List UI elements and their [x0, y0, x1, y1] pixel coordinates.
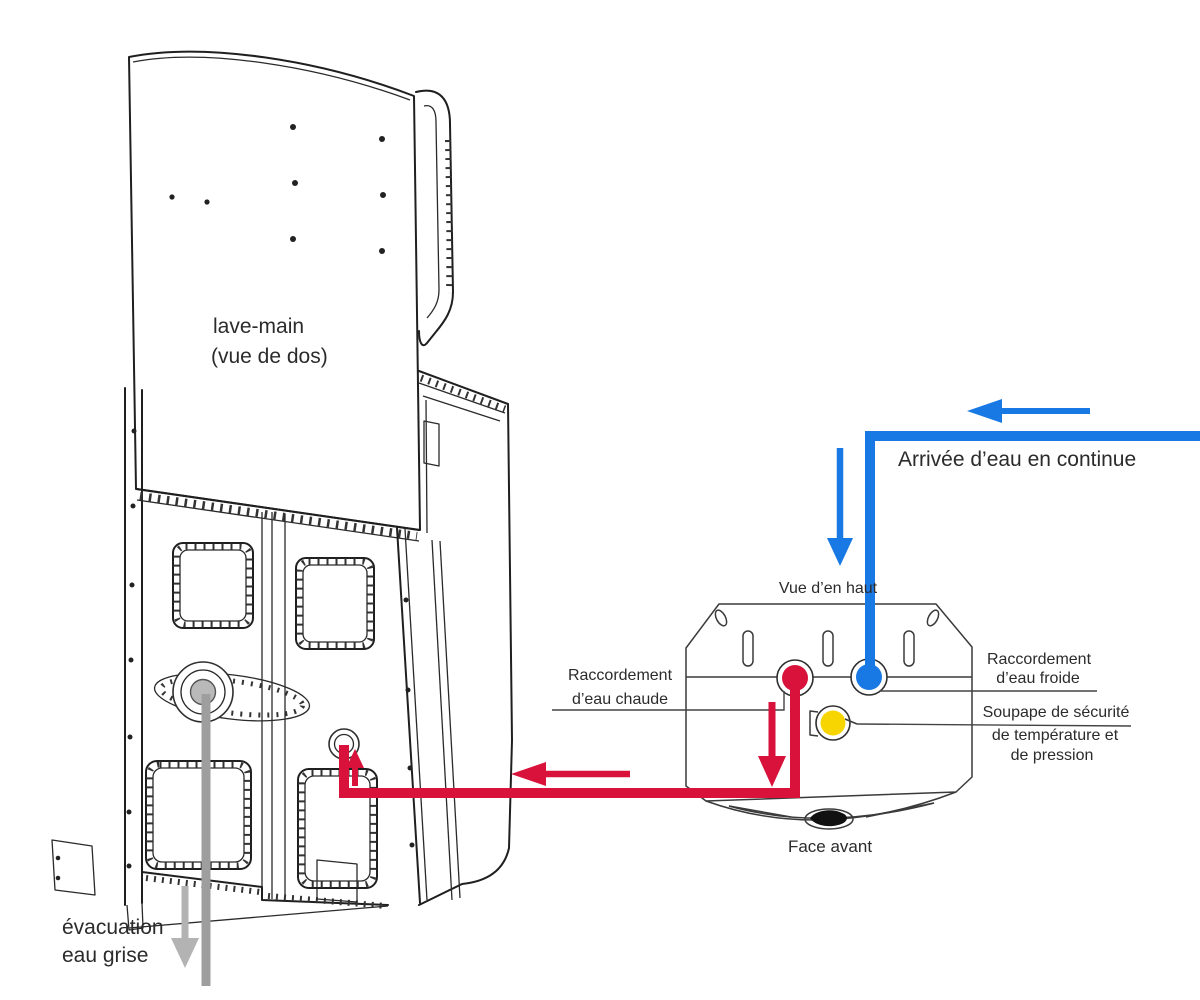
hot-flow-left-arrow-head [511, 762, 546, 786]
cutout-upper-left [172, 542, 254, 629]
cabinet-front-face [51, 488, 428, 929]
safety-valve-label-line3: de pression [1011, 747, 1094, 764]
cutout-lower-right [297, 768, 378, 889]
cold-connection-label-line1: Raccordement [987, 651, 1092, 668]
panel-cutouts [145, 542, 378, 889]
cold-flow-down-arrow-head [827, 538, 853, 566]
hot-connection-dot [782, 665, 808, 691]
unit-label-line2: (vue de dos) [211, 345, 328, 368]
cold-connection-label-line2: d’eau froide [996, 670, 1080, 687]
drain-fitting [153, 661, 311, 723]
grey-water-label-line1: évacuation [62, 916, 164, 939]
cabinet-top-rim [418, 370, 509, 534]
safety-valve-label-line2: de température et [992, 727, 1119, 744]
unit-label-line1: lave-main [213, 315, 304, 338]
leader-lines [552, 690, 1132, 727]
cold-connection-dot [856, 664, 882, 690]
hot-water-line [339, 672, 800, 798]
valve-clip [809, 710, 819, 737]
top-view-front-apron [705, 791, 957, 830]
grey-water-drain [171, 694, 211, 986]
wall-bracket [415, 89, 454, 347]
grey-water-arrow-head [171, 938, 199, 968]
cold-flow-left-arrow-head [967, 399, 1002, 423]
hot-flow-up-arrow-head [346, 749, 364, 768]
cutout-lower-left [145, 760, 252, 870]
grey-water-label-line2: eau grise [62, 944, 148, 967]
hot-water-pipe [339, 672, 800, 798]
labels: lave-main (vue de dos) Arrivée d’eau en … [62, 315, 1136, 967]
top-view-outline [685, 603, 973, 802]
cold-water-pipe [827, 399, 1200, 671]
top-view-title: Vue d’en haut [779, 580, 878, 597]
cutout-upper-right [295, 557, 375, 650]
cold-water-line [865, 431, 1200, 671]
back-panel [128, 50, 421, 531]
water-supply-label: Arrivée d’eau en continue [898, 448, 1136, 471]
safety-valve-label-line1: Soupape de sécurité [983, 704, 1130, 721]
hot-flow-down-arrow-head [758, 756, 786, 787]
hot-connection-label-line1: Raccordement [568, 667, 673, 684]
faucet-top-mark [810, 810, 847, 827]
front-face-label: Face avant [788, 837, 872, 856]
hot-connection-label-line2: d’eau chaude [572, 691, 668, 708]
lave-main-drawing [51, 50, 513, 931]
safety-valve-dot [820, 710, 846, 736]
valve-tab [844, 718, 858, 725]
cabinet-left-rail [124, 387, 144, 931]
cabinet-side-face [418, 403, 513, 906]
